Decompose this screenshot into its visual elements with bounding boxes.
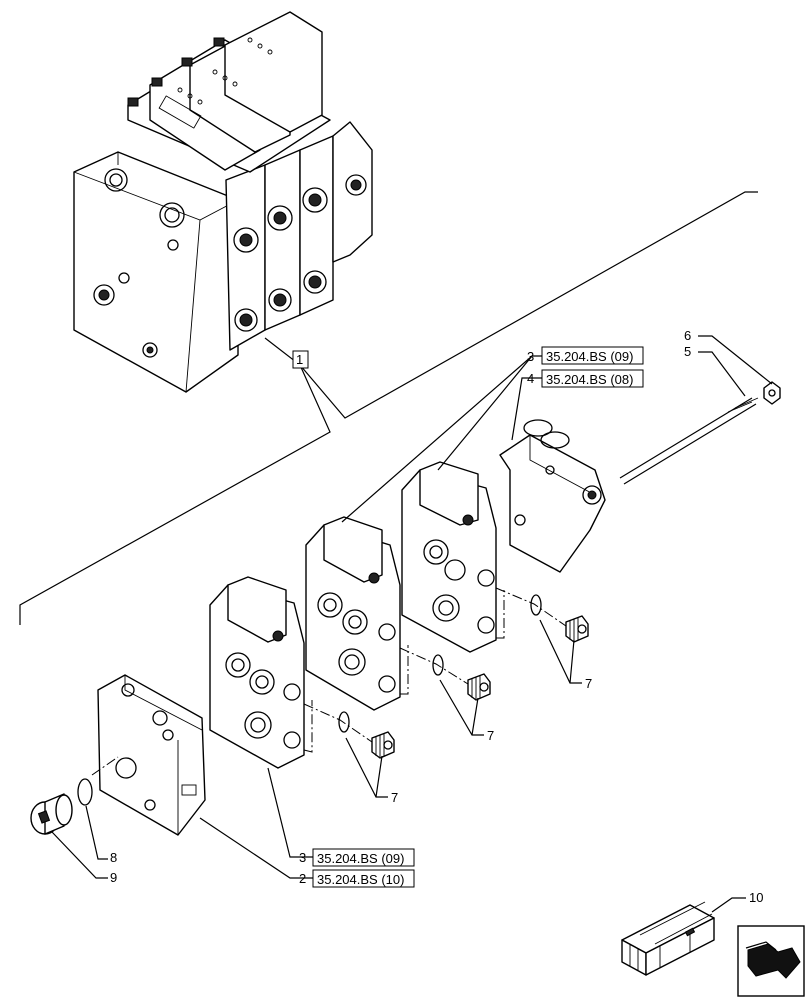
callout-1: 1 [296,352,303,367]
valve-section-rear [401,461,497,653]
end-cover [499,419,606,573]
valve-section-middle [305,516,401,711]
reference-link[interactable]: 35.204.BS (09) [546,349,633,364]
callout-7: 7 [391,790,398,805]
callout-3: 3 [299,850,306,865]
reference-box[interactable] [541,369,644,388]
o-ring [77,778,93,806]
reference-box [292,350,309,369]
kit-crate-icon [621,901,715,976]
callout-9: 9 [110,870,117,885]
plug [371,731,395,759]
inlet-cover [97,674,206,836]
tie-rod [619,397,759,485]
reference-link[interactable]: 35.204.BS (09) [317,851,404,866]
callout-4: 4 [527,371,534,386]
plug [467,673,491,701]
next-page-arrow-icon[interactable] [737,925,805,997]
valve-section-front [209,576,305,769]
reference-link[interactable]: 35.204.BS (10) [317,872,404,887]
plug [30,793,73,835]
callout-8: 8 [110,850,117,865]
callout-6: 6 [684,328,691,343]
callout-7: 7 [585,676,592,691]
nut [763,381,781,405]
o-ring [530,594,542,616]
callout-2: 2 [299,871,306,886]
callout-3: 3 [527,349,534,364]
reference-box[interactable] [312,848,415,867]
reference-box[interactable] [541,346,644,365]
o-ring [432,654,444,676]
plug [565,615,589,643]
reference-box[interactable] [312,869,415,888]
callout-7: 7 [487,728,494,743]
reference-link[interactable]: 35.204.BS (08) [546,372,633,387]
o-ring [338,711,350,733]
callout-5: 5 [684,344,691,359]
assembled-valve-block [73,11,373,393]
callout-10: 10 [749,890,763,905]
